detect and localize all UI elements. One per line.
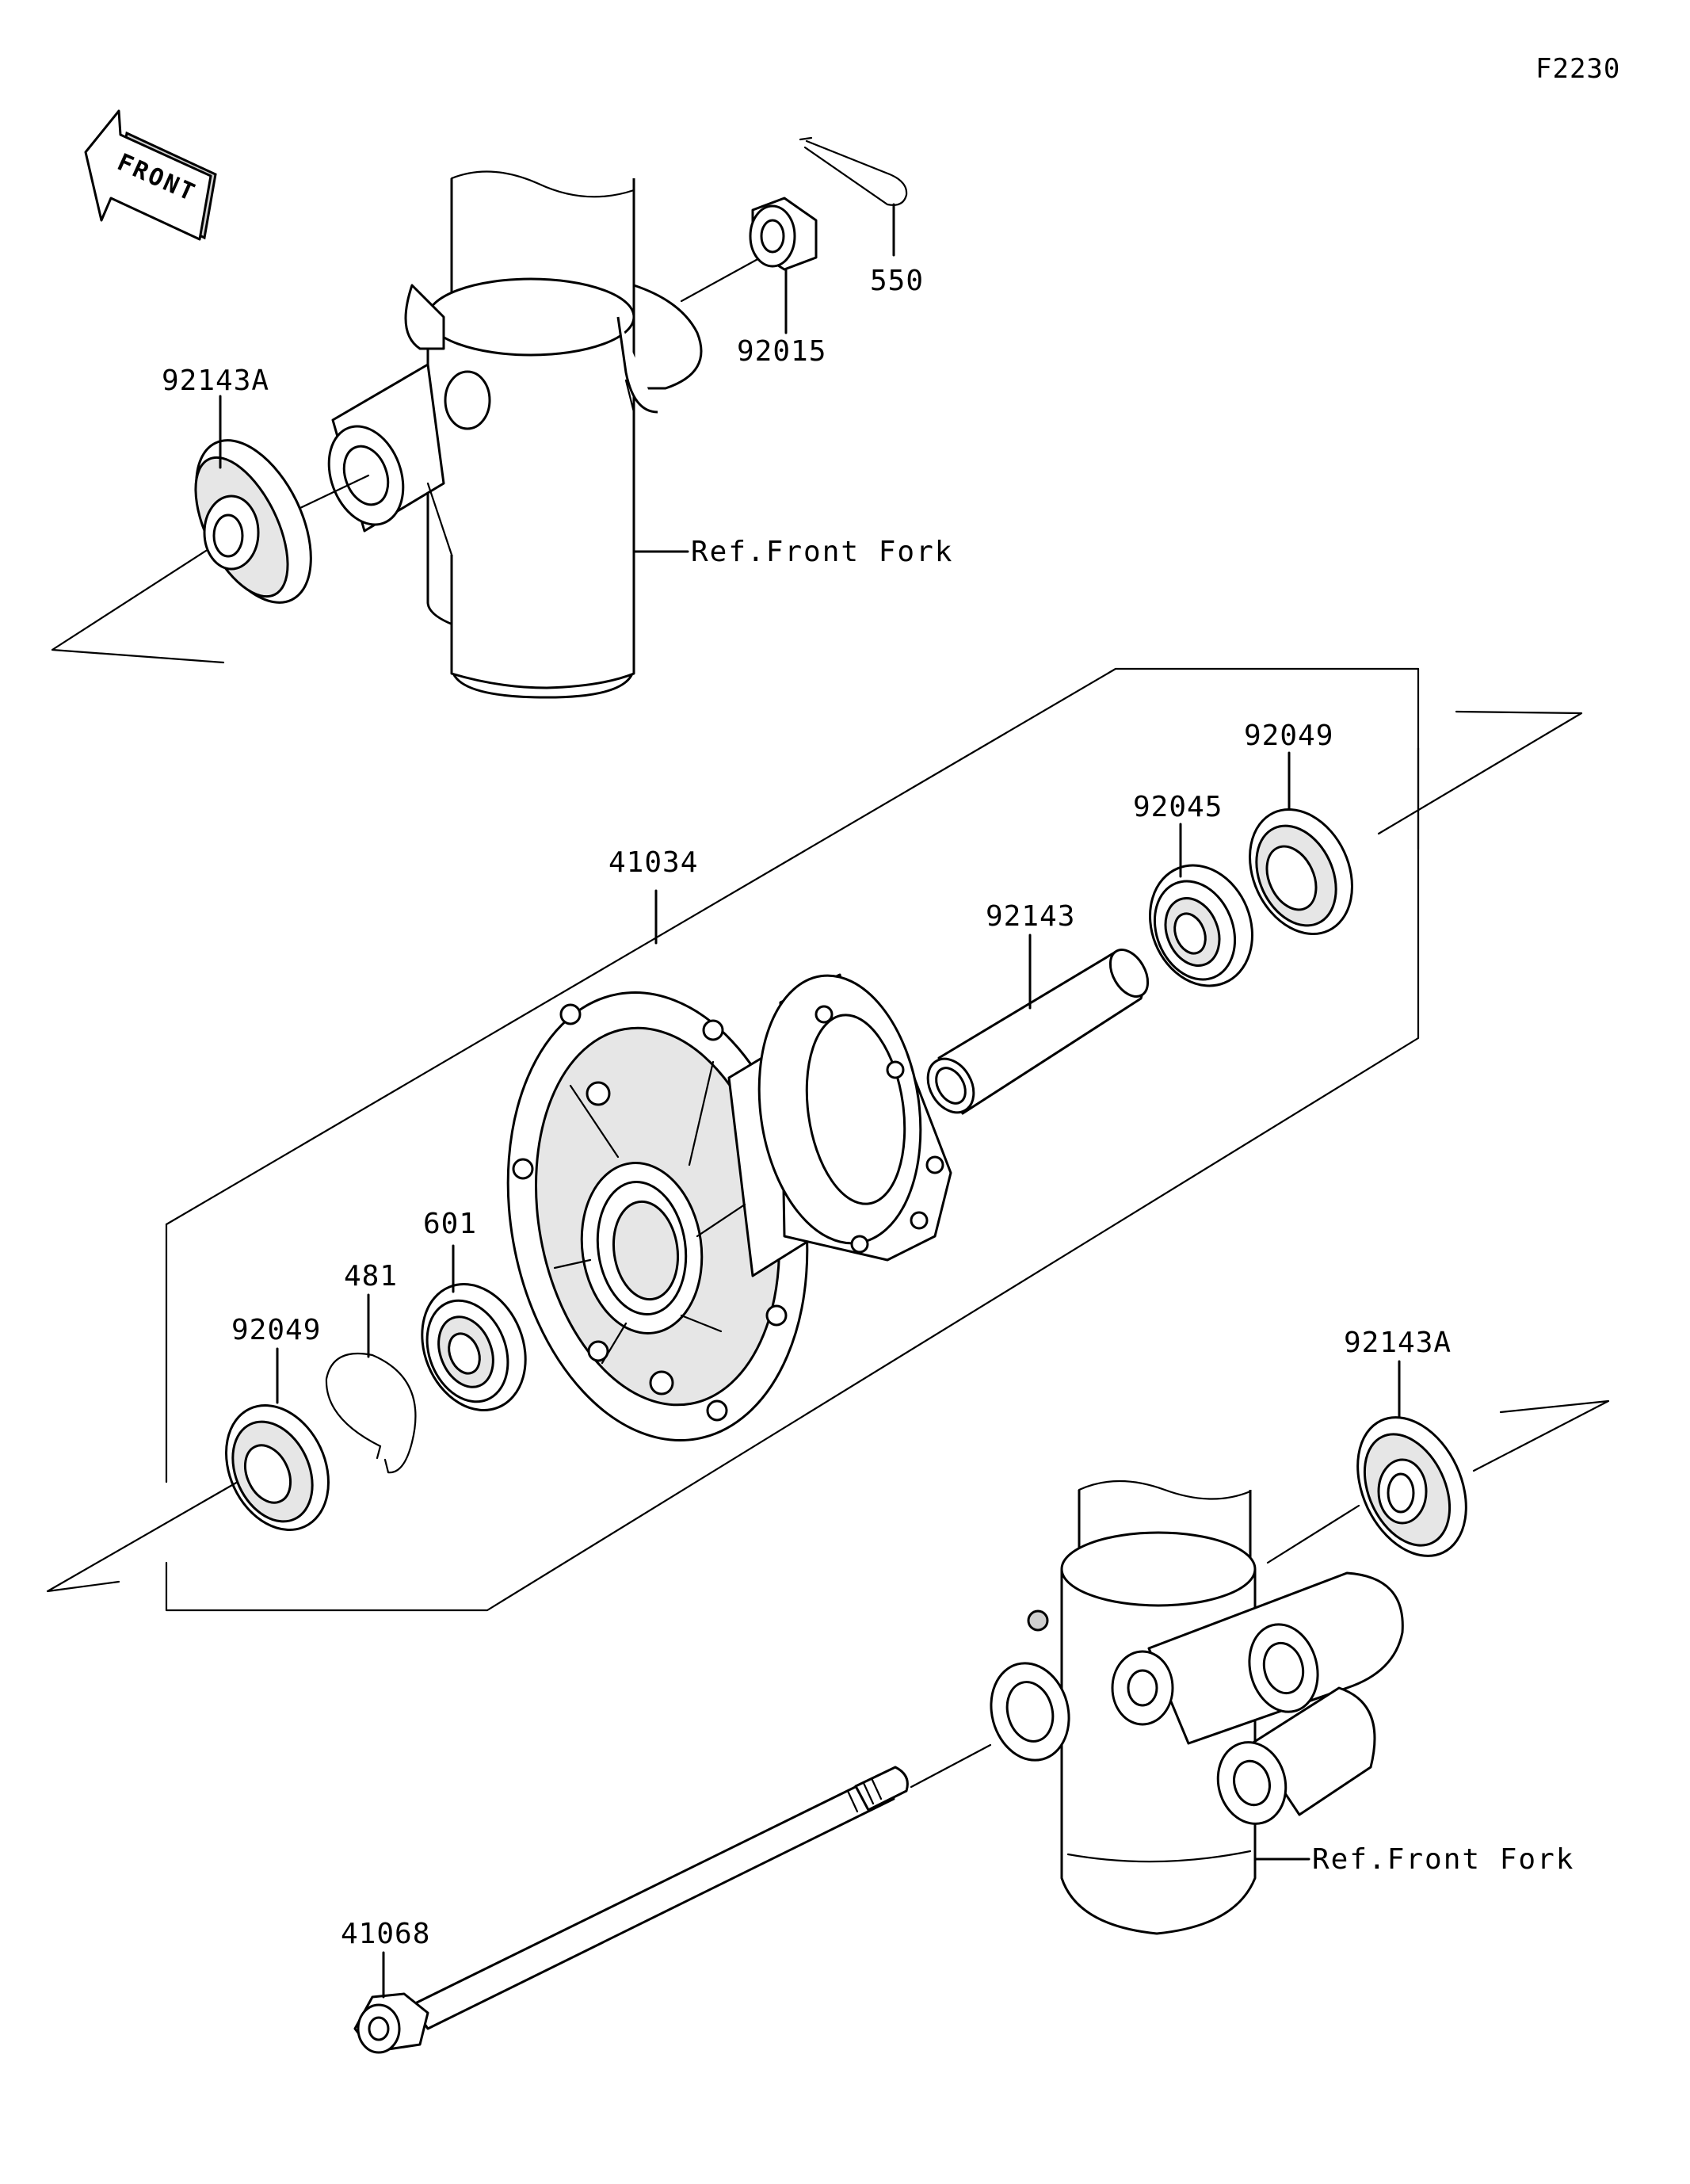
label-bearing-92045: 92045 (1133, 791, 1223, 823)
label-axle-nut-92015: 92015 (737, 335, 826, 368)
oil-seal-92049-left-part (225, 1403, 330, 1532)
label-cotter-pin-550: 550 (870, 265, 924, 297)
label-bearing-601: 601 (423, 1208, 477, 1240)
oil-seal-92049-right-part (1249, 808, 1353, 936)
cotter-pin-550-part (799, 136, 908, 206)
bearing-92045-part (1149, 864, 1253, 987)
ref-front-fork-bottom: Ref.Front Fork (1312, 1843, 1574, 1876)
label-oil-seal-92049-left: 92049 (231, 1314, 321, 1346)
axle-nut-92015-part (749, 197, 818, 271)
label-oil-seal-92049-right: 92049 (1244, 720, 1333, 752)
label-hub-41034: 41034 (608, 846, 698, 879)
label-collar-92143a-top: 92143A (162, 365, 269, 397)
diagram-code: F2230 (1535, 53, 1620, 85)
hub-41034-part (506, 973, 952, 1442)
label-circlip-481: 481 (344, 1260, 398, 1292)
label-collar-92143a-right: 92143A (1344, 1327, 1452, 1359)
front-fork-left-top (327, 170, 703, 699)
collar-92143a-right-part (1356, 1416, 1467, 1557)
front-fork-right-bottom (990, 1480, 1404, 1935)
axle-41068-part (353, 1766, 909, 2054)
label-axle-41068: 41068 (341, 1918, 430, 1950)
ref-front-fork-top: Ref.Front Fork (691, 536, 953, 568)
circlip-481-part (325, 1352, 417, 1474)
collar-92143a-top-part (194, 439, 312, 604)
spacer-92143-part (926, 949, 1150, 1115)
bearing-601-part (421, 1283, 527, 1411)
front-direction-arrow-icon: FRONT (84, 109, 217, 241)
label-spacer-92143: 92143 (986, 900, 1075, 933)
